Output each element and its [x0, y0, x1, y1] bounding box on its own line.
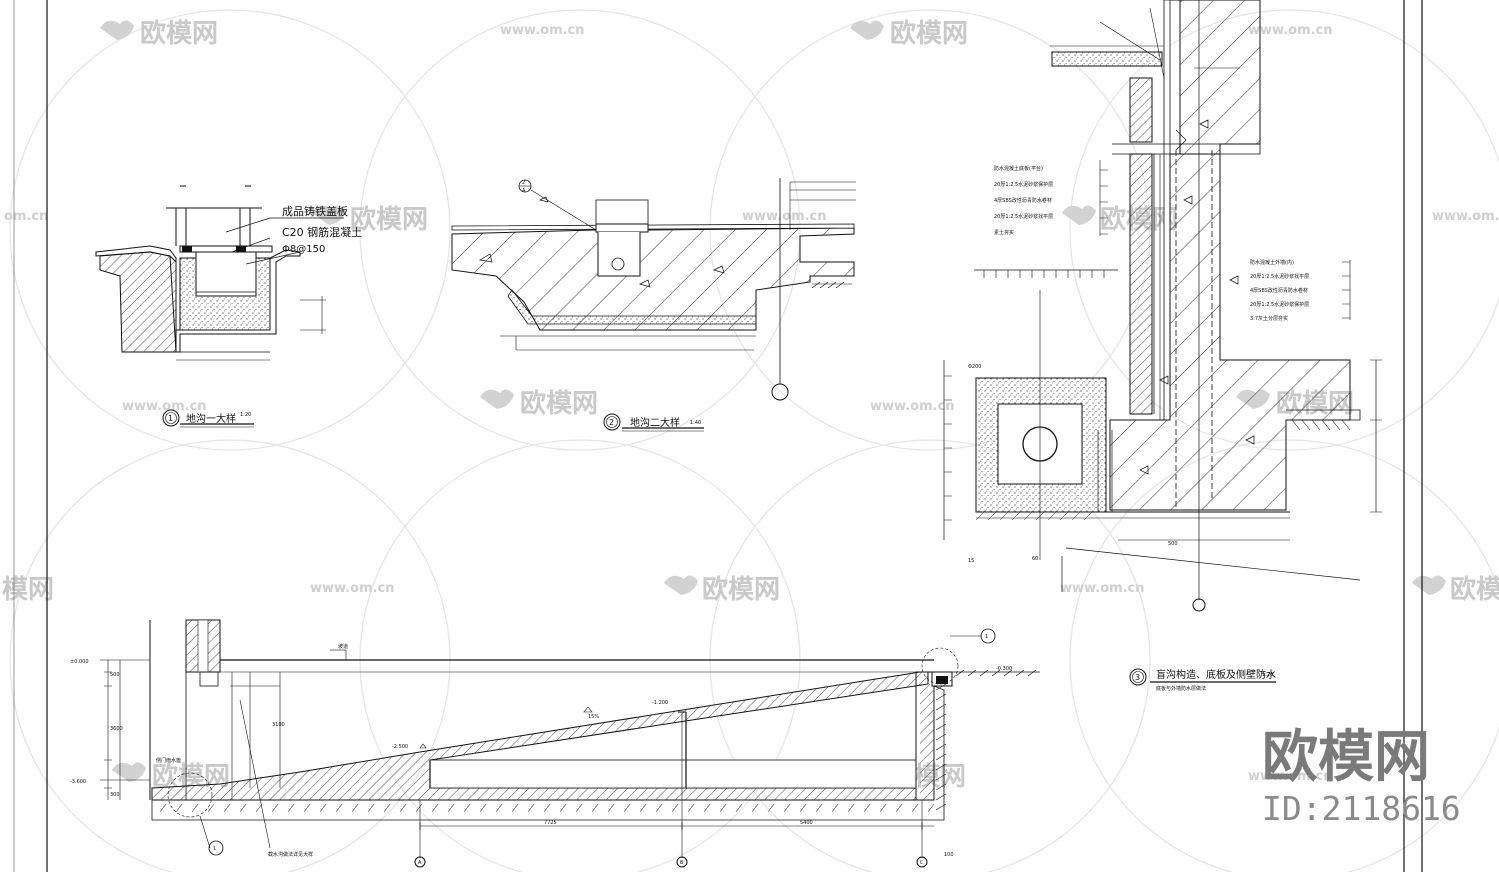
detail-3-note-right: 20厚1:2.5水泥砂浆找平层: [1250, 273, 1309, 280]
svg-text:欧模网: 欧模网: [702, 574, 780, 605]
watermark-url: om.cn: [4, 209, 48, 224]
detail-1-note-concrete: C20 钢筋混凝土: [282, 225, 362, 239]
section-dim-v2: 3600: [110, 726, 123, 732]
watermark-logo: 欧模网: [664, 574, 780, 605]
detail-2-tag-bottom: A: [522, 188, 526, 194]
detail-3-scale: 1:20: [1262, 672, 1273, 678]
detail-3-note-left: 20厚1:2.5水泥砂浆保护层: [994, 181, 1053, 188]
detail-3-pipe-label: Φ200: [968, 364, 981, 370]
brand-id: ID:2118616: [1262, 789, 1461, 828]
section-dim-v1: 500: [110, 672, 120, 678]
detail-2-scale: 1:40: [690, 420, 701, 426]
watermark-url: www.om.cn: [1248, 23, 1333, 38]
watermark-url: www.om.cn: [742, 209, 827, 224]
sheet-frame: [13, 0, 1423, 872]
watermark-logo: 欧模网: [1062, 204, 1178, 235]
detail-1-scale: 1:20: [240, 412, 251, 418]
section-label-left: 侧门雨水篦: [156, 757, 181, 764]
detail-3-note-right: 4厚SBS改性沥青防水卷材: [1250, 287, 1308, 294]
section-dim-v4: 300: [110, 792, 120, 798]
brand-name: 欧模网: [1262, 725, 1430, 790]
section-label-top: 坡道: [338, 643, 348, 650]
detail-3-title: 盲沟构造、底板及侧壁防水: [1156, 668, 1276, 681]
watermark-url: www.om.cn: [122, 399, 207, 414]
section-labels: ±0.000 -3.600 -0.300 15% -2.500 -1.200 坡…: [70, 643, 1012, 866]
detail-2-title: 地沟二大样: [630, 416, 680, 429]
section-axis-a: A: [418, 860, 422, 866]
watermark-logo: 欧模网: [312, 204, 428, 235]
section-slope: 15%: [588, 714, 599, 720]
detail-3-note-right: 3:7灰土分层夯实: [1250, 315, 1288, 322]
detail-3-note-left: 20厚1:2.5水泥砂浆找平层: [994, 213, 1053, 220]
detail-3-note-right: 20厚1:2.5水泥砂浆保护层: [1250, 301, 1309, 308]
section-elev-top-left: ±0.000: [70, 659, 89, 665]
section-elev-bottom-left: -3.600: [70, 779, 86, 785]
svg-text:欧模网: 欧模网: [350, 204, 428, 235]
detail-3-dim-500: 500: [1168, 541, 1178, 547]
detail-1-title: 地沟一大样: [186, 412, 236, 425]
watermark-url: www.om.cn: [1432, 209, 1499, 224]
svg-text:欧模网: 欧模网: [520, 388, 598, 419]
watermark-url: www.om.cn: [1060, 581, 1145, 596]
detail-1-note-cover: 成品铸铁盖板: [282, 204, 348, 218]
detail-2-number: 2: [609, 418, 614, 427]
detail-3-title-block: 3 盲沟构造、底板及侧壁防水 1:20 底板与外墙防水层做法: [1129, 668, 1276, 692]
watermark-logo: 欧模网: [850, 18, 968, 49]
section-right-small: 100: [944, 852, 954, 858]
section-elev-ramp-high: -1.200: [652, 700, 668, 706]
detail-2-tag-top: 2: [522, 180, 525, 186]
detail-1-drawing: 成品铸铁盖板 C20 钢筋混凝土 Φ8@150: [95, 185, 362, 361]
section-tag-bottom: 1: [213, 846, 216, 852]
section-axis-c: C: [920, 860, 924, 866]
detail-3-note-left: 4厚SBS改性沥青防水卷材: [994, 197, 1052, 204]
section-elev-ramp-mid: -2.500: [392, 744, 408, 750]
watermark-url: www.om.cn: [870, 399, 955, 414]
detail-3-notes: 防水混凝土底板(平台) 20厚1:2.5水泥砂浆保护层 4厚SBS改性沥青防水卷…: [994, 165, 1309, 322]
section-dim-v3: 3100: [272, 722, 285, 728]
section-dim-1: 7725: [544, 820, 557, 826]
detail-3-note-left: 防水混凝土底板(平台): [994, 165, 1043, 172]
detail-3-number: 3: [1135, 673, 1140, 682]
watermark-url: www.om.cn: [310, 581, 395, 596]
section-label-bottom: 截水沟做法详见大样: [268, 851, 313, 858]
watermark-url: www.om.cn: [500, 23, 585, 38]
watermark-logo: 欧模网: [480, 388, 598, 419]
detail-2-title-block: 2 地沟二大样 1:40: [603, 413, 704, 432]
detail-2-drawing: 2 A: [451, 178, 856, 401]
detail-3-drawing: 60 500 Φ200 15: [943, 0, 1382, 612]
section-tag-top: 1: [985, 634, 988, 640]
detail-3-label-15: 15: [968, 558, 974, 564]
watermark-logo-partial: 模网: [2, 575, 54, 605]
watermark-logo: 欧模网: [100, 18, 218, 49]
section-elev-right: -0.300: [996, 666, 1012, 672]
watermark-logo: 欧模网: [1412, 574, 1499, 605]
svg-text:欧模网: 欧模网: [140, 18, 218, 49]
section-axis-b: B: [680, 860, 684, 866]
svg-text:欧模网: 欧模网: [1450, 574, 1499, 605]
section-dim-2: 5400: [800, 820, 813, 826]
detail-3-subtitle: 底板与外墙防水层做法: [1156, 685, 1206, 692]
watermark-group: 欧模网 www.om.cn 欧模网 www.om.cn om.cn 欧模网 ww…: [2, 18, 1499, 792]
detail-3-label-60: 60: [1032, 556, 1038, 562]
section-drawing: 1 1: [100, 619, 1040, 868]
detail-1-note-rebar: Φ8@150: [282, 244, 325, 255]
detail-1-number: 1: [168, 414, 173, 423]
svg-text:欧模网: 欧模网: [890, 18, 968, 49]
detail-3-note-left: 素土夯实: [994, 229, 1014, 236]
watermark-url: www.om.cn: [1248, 769, 1333, 784]
brand-corner: 欧模网 ID:2118616: [1262, 725, 1461, 828]
detail-3-note-right: 防水混凝土外墙(内): [1250, 259, 1294, 266]
detail-1-title-block: 1 地沟一大样 1:20: [162, 409, 254, 428]
